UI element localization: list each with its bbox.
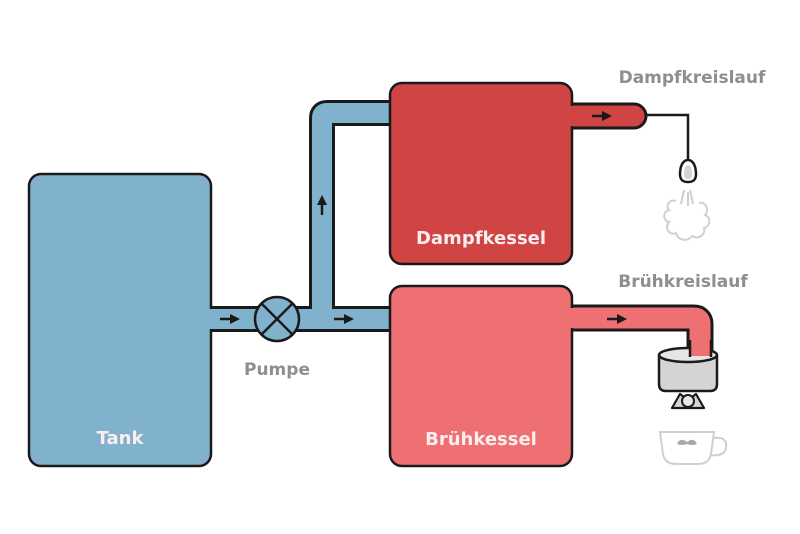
pipe-riser [312,103,395,319]
steam-boiler: Dampfkessel [388,81,574,266]
pump: Pumpe [244,295,310,380]
coffee-cup-icon [658,431,728,465]
steam-cloud-icon [663,189,711,241]
pipe-riser-outline [309,100,395,319]
steam-wand-line [646,113,690,162]
steam-nozzle-icon [678,158,698,184]
mustache-icon [677,439,697,445]
tank-label: Tank [97,428,145,449]
tank: Tank [27,172,213,468]
brew-circuit-label: Brühkreislauf [618,272,748,292]
brew-outlet-pipe [565,304,714,356]
brew-boiler: Brühkessel [388,284,574,468]
group-head-icon [657,340,719,410]
brew-boiler-label: Brühkessel [425,429,537,450]
steam-circuit-label: Dampfkreislauf [619,68,766,88]
water-pipes [205,100,395,332]
steam-boiler-label: Dampfkessel [416,228,546,249]
pump-label: Pumpe [244,360,310,380]
flow-arrows [220,111,627,324]
